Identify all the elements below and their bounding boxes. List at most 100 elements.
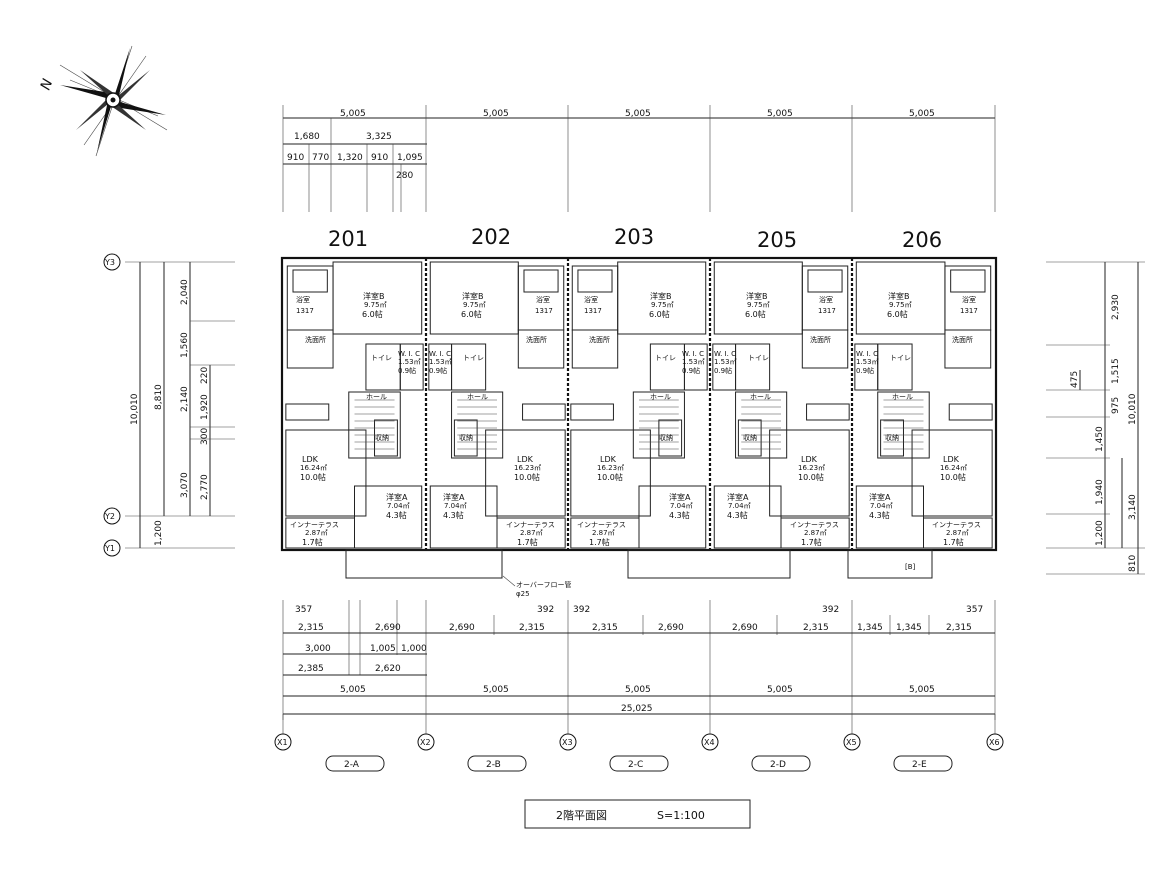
upper-bedroom-outline [855,261,946,335]
top-dim-5: 5,005 [909,109,935,119]
bottom-dim-room-4: 2,315 [519,623,545,633]
lower-bedroom-outline [638,485,707,549]
right-dim-a5: 1,940 [1095,479,1105,505]
washroom-label: 洗面所 [305,335,326,344]
unit-number-202: 202 [471,225,511,249]
bath-size: 1317 [296,307,314,315]
upper-bedroom-tatami: 6.0帖 [461,309,482,319]
storage-outline [374,419,398,457]
kitchen-counter-outline [285,403,330,421]
washroom-outline [801,329,849,369]
lower-bedroom-tatami: 4.3帖 [443,510,464,520]
bottom-dim-room-7: 2,690 [732,623,758,633]
ldk-label: LDK [801,455,818,464]
bottom-dim-detail-1: 3,000 [305,644,331,654]
ldk-outline [485,429,566,517]
bottom-dim-total: 25,025 [621,704,653,714]
x-axis-label-x3: X3 [562,738,573,747]
hall-label: ホール [366,393,387,401]
lower-bedroom-label: 洋室A [386,492,408,502]
bathtub-outline [807,269,843,293]
terrace-tatami: 1.7帖 [517,537,538,547]
lower-bedroom-tatami: 4.3帖 [727,510,748,520]
bottom-dim-room-3: 2,690 [449,623,475,633]
terrace-label: インナーテラス [506,521,555,529]
unit-number-206: 206 [902,228,942,252]
toilet-room-outline [365,343,401,391]
bottom-dim-detail-2: 1,005 [370,644,396,654]
ldk-area: 16.23㎡ [514,464,541,472]
lower-bedroom-outline [429,485,498,549]
ldk-label: LDK [600,455,617,464]
terrace-outline [923,517,993,549]
left-dim-b1: 220 [200,367,210,384]
bath-label: 浴室 [584,295,598,304]
terrace-label: インナーテラス [290,521,339,529]
wic-label: W. I. C [429,350,451,358]
toilet-label: トイレ [890,354,911,362]
lower-bedroom-area: 7.04㎡ [444,502,467,510]
block-label-2d: 2-D [770,760,786,770]
ldk-area: 16.23㎡ [798,464,825,472]
upper-bedroom-area: 9.75㎡ [463,301,486,309]
x-axis-label-x5: X5 [846,738,857,747]
upper-bedroom-outline [617,261,707,335]
top-dim-3: 5,005 [625,109,651,119]
toilet-label: トイレ [463,354,484,362]
bottom-dim-room-11: 2,315 [946,623,972,633]
left-dim-a3: 2,140 [180,386,190,412]
toilet-room-outline [451,343,487,391]
upper-bedroom-tatami: 6.0帖 [362,309,383,319]
upper-bedroom-outline [332,261,423,335]
terrace-tatami: 1.7帖 [589,537,610,547]
bathtub-outline [292,269,328,293]
lower-bedroom-label: 洋室A [869,492,891,502]
right-dim-b1: 475 [1070,371,1080,388]
wic-area: 1.53㎡ [429,358,452,366]
walk-in-closet-outline [399,343,424,391]
ldk-area: 16.23㎡ [597,464,624,472]
bath-size: 1317 [960,307,978,315]
kitchen-counter-outline [948,403,993,421]
toilet-label: トイレ [655,354,676,362]
ldk-outline [570,429,651,517]
top-dimension-chain [282,105,996,212]
upper-bedroom-label: 洋室B [746,291,768,301]
upper-bedroom-tatami: 6.0帖 [649,309,670,319]
bath-size: 1317 [584,307,602,315]
left-dim-b4: 2,770 [200,474,210,500]
lower-bedroom-outline [354,485,423,549]
overflow-diameter: φ25 [516,590,530,598]
block-label-2a: 2-A [344,760,360,770]
terrace-area: 2.87㎡ [592,529,615,537]
lower-bedroom-outline [713,485,782,549]
overflow-note: オーバーフロー管 [516,580,572,589]
storage-outline [453,419,478,457]
right-dimension-chain [1046,261,1145,575]
x-axis-label-x4: X4 [704,738,715,747]
right-dim-a3: 975 [1111,397,1121,414]
wic-label: W. I. C [856,350,878,358]
stair-hall-outline [348,391,401,459]
balcony-mark: [B] [905,563,916,571]
toilet-label: トイレ [748,354,769,362]
compass-rose-icon [59,45,168,157]
drawing-title: 2階平面図 [556,808,607,822]
storage-outline [880,419,904,457]
y-axis-label-y1: Y1 [104,544,115,553]
bottom-dim-room-6: 2,690 [658,623,684,633]
top-dim-detail-2: 770 [312,153,329,163]
bath-room-outline [286,265,334,331]
top-dim-sub-1: 1,680 [294,132,320,142]
hall-label: ホール [467,393,488,401]
terrace-label: インナーテラス [577,521,626,529]
bathtub-outline [950,269,986,293]
left-dimension-chain [125,261,235,549]
unit-number-203: 203 [614,225,654,249]
terrace-label: インナーテラス [790,521,839,529]
y-axis-label-y3: Y3 [104,258,115,267]
storage-outline [737,419,762,457]
hall-label: ホール [892,393,913,401]
terrace-outline [285,517,355,549]
unit-number-205: 205 [757,228,797,252]
